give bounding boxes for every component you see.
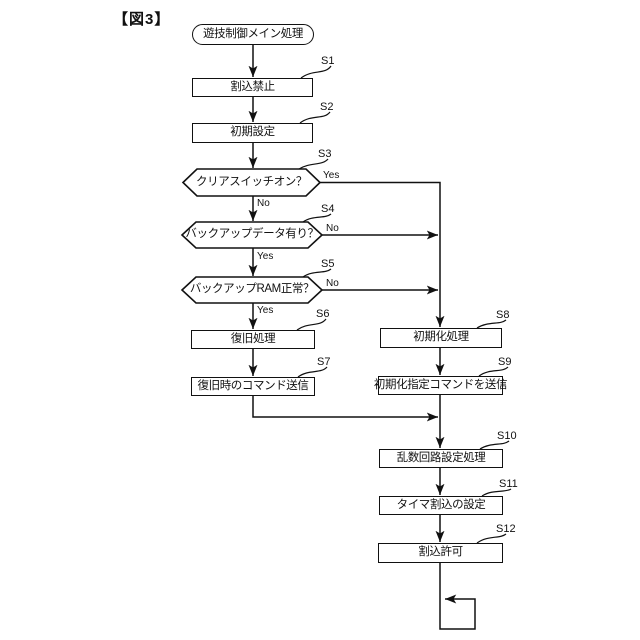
step-tag-s4: S4 xyxy=(321,203,335,215)
step-tag-s2: S2 xyxy=(320,101,334,113)
leader-s12 xyxy=(476,533,507,544)
step-tag-s11: S11 xyxy=(499,478,518,490)
node-s5-label: バックアップRAM正常？ xyxy=(189,283,315,296)
node-s7: 復旧時のコマンド送信 xyxy=(191,377,315,396)
branch-s5-no: No xyxy=(326,278,339,289)
leader-s8 xyxy=(476,319,507,329)
leader-s7 xyxy=(297,366,328,378)
node-s12: 割込許可 xyxy=(378,543,503,563)
branch-s4-yes: Yes xyxy=(257,251,274,262)
node-s7-label: 復旧時のコマンド送信 xyxy=(197,379,309,392)
node-s6: 復旧処理 xyxy=(191,330,315,349)
connector-s3-yes-s8 xyxy=(320,181,445,327)
leader-s11 xyxy=(481,488,512,497)
connector-endless-loop xyxy=(439,563,476,630)
branch-s4-no: No xyxy=(326,223,339,234)
node-s10: 乱数回路設定処理 xyxy=(379,449,503,468)
leader-s3 xyxy=(298,158,329,170)
node-s1: 割込禁止 xyxy=(192,78,313,97)
node-s8-label: 初期化処理 xyxy=(413,331,469,344)
node-start-label: 遊技制御メイン処理 xyxy=(203,27,303,40)
node-s11: タイマ割込の設定 xyxy=(379,496,503,515)
leader-s9 xyxy=(478,366,509,377)
step-tag-s10: S10 xyxy=(497,430,517,442)
node-s5: バックアップRAM正常？ xyxy=(182,277,322,303)
leader-s10 xyxy=(479,440,510,450)
node-s6-label: 復旧処理 xyxy=(230,332,276,345)
branch-s3-yes: Yes xyxy=(323,170,340,181)
node-s3-shape xyxy=(181,168,322,197)
leader-s1 xyxy=(300,65,332,79)
connectors xyxy=(248,45,476,630)
step-tag-leaders xyxy=(296,65,512,544)
branch-s5-yes: Yes xyxy=(257,305,274,316)
connector-s7-merge xyxy=(252,396,438,422)
step-tag-s6: S6 xyxy=(316,308,330,320)
step-tag-s5: S5 xyxy=(321,258,335,270)
step-tag-s7: S7 xyxy=(317,356,331,368)
step-tag-s3: S3 xyxy=(318,148,332,160)
node-s4-shape xyxy=(180,221,324,249)
node-s2-label: 初期設定 xyxy=(230,126,275,139)
decision-shapes xyxy=(180,168,324,304)
leader-s5 xyxy=(302,268,332,278)
step-tag-s9: S9 xyxy=(498,356,512,368)
node-s9-label: 初期化指定コマンドを送信 xyxy=(373,378,508,391)
leader-s2 xyxy=(299,111,331,124)
node-start: 遊技制御メイン処理 xyxy=(192,24,314,45)
node-s2: 初期設定 xyxy=(192,123,313,143)
node-s4-label: バックアップデータ有り？ xyxy=(185,228,319,241)
step-tag-s12: S12 xyxy=(496,523,516,535)
node-s10-label: 乱数回路設定処理 xyxy=(396,451,486,464)
leader-s6 xyxy=(296,318,327,331)
node-s12-label: 割込許可 xyxy=(418,546,463,559)
branch-s3-no: No xyxy=(257,198,270,209)
node-s3: クリアスイッチオン？ xyxy=(183,169,320,196)
step-tag-s1: S1 xyxy=(321,55,335,67)
node-s8: 初期化処理 xyxy=(380,328,502,348)
node-s9: 初期化指定コマンドを送信 xyxy=(374,376,508,395)
figure-caption: 【図3】 xyxy=(113,11,171,28)
node-s4: バックアップデータ有り？ xyxy=(182,222,322,248)
node-s5-shape xyxy=(180,276,324,304)
node-s3-label: クリアスイッチオン？ xyxy=(196,175,307,188)
node-s1-label: 割込禁止 xyxy=(230,80,275,93)
step-tag-s8: S8 xyxy=(496,309,510,321)
node-s11-label: タイマ割込の設定 xyxy=(396,498,486,511)
leader-s4 xyxy=(302,213,332,223)
